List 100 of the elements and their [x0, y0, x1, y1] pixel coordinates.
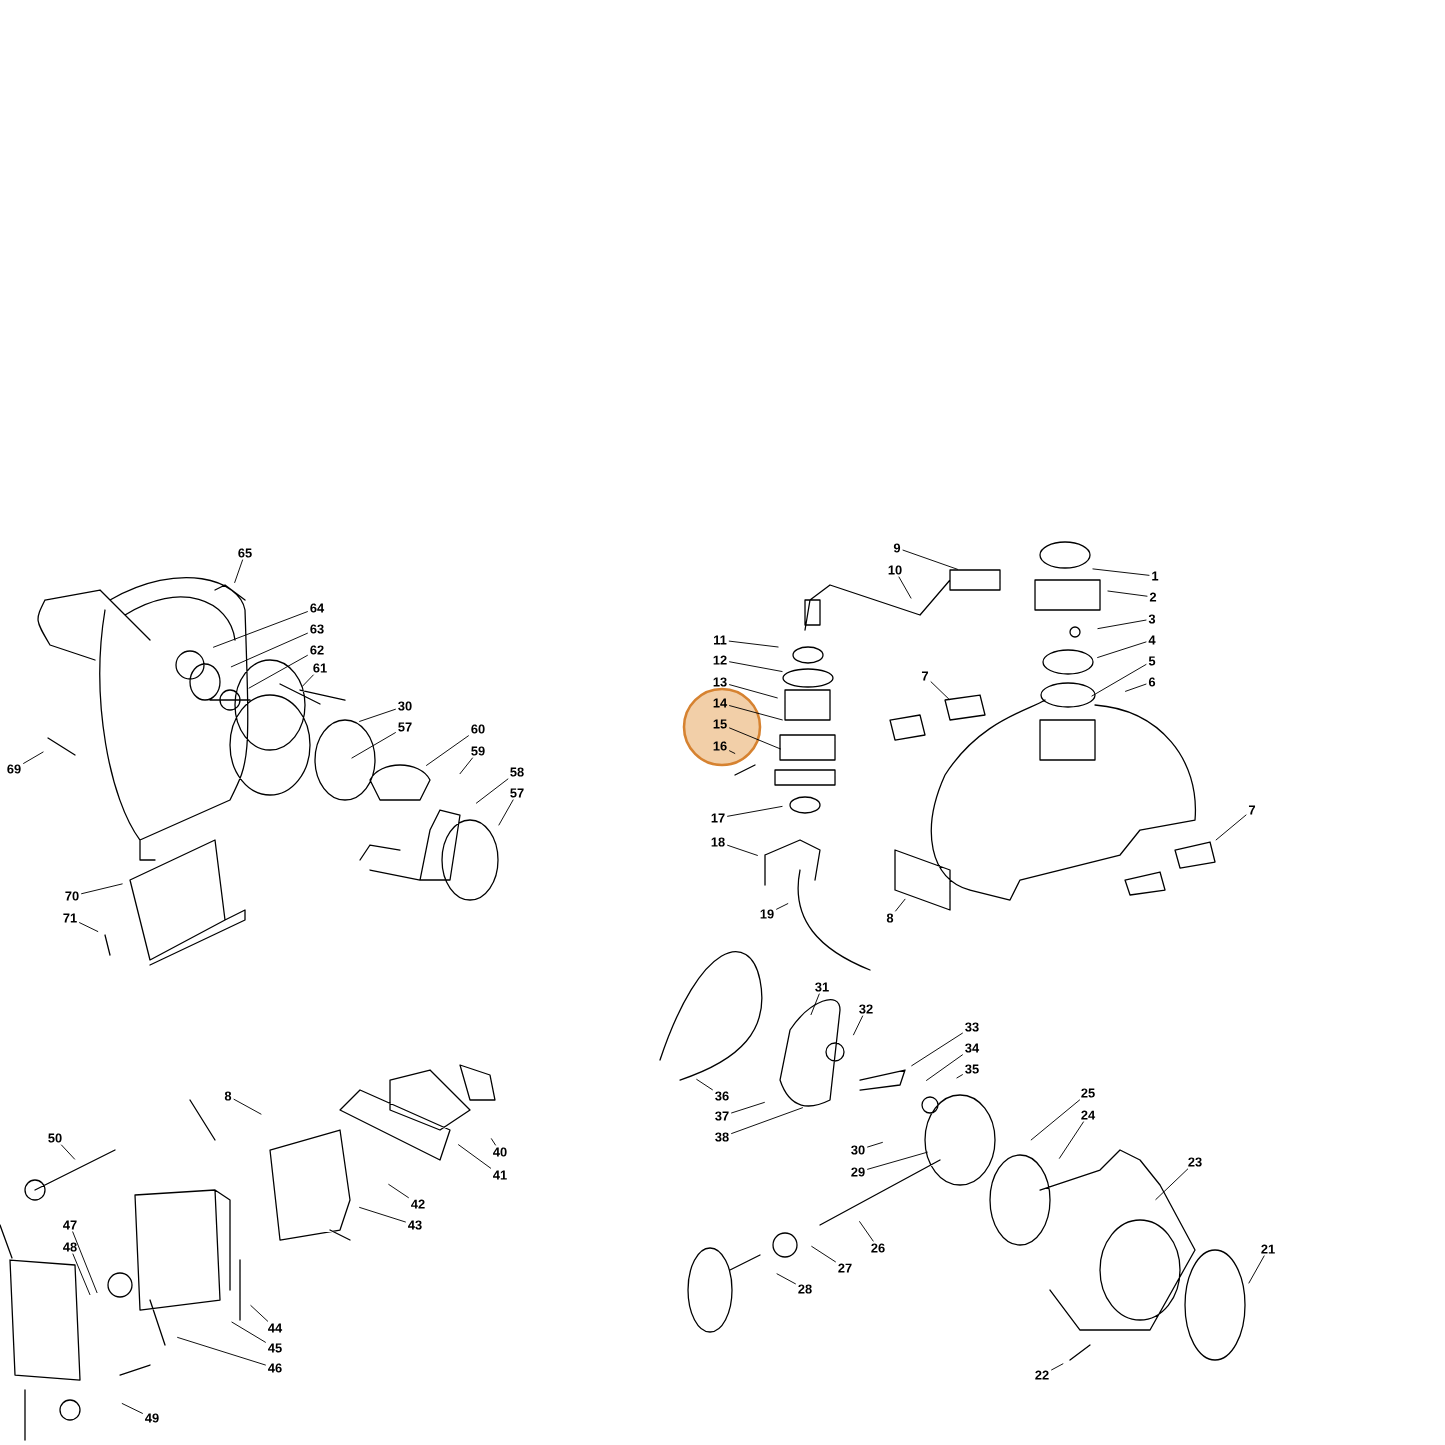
callout-number: 2: [1149, 592, 1157, 602]
leader-line: [61, 1144, 76, 1160]
callout-number: 40: [493, 1147, 507, 1157]
leader-line: [776, 1273, 796, 1285]
leader-line: [233, 1098, 262, 1115]
callout-number: 38: [715, 1132, 729, 1142]
leader-line: [234, 559, 244, 583]
callout-number: 47: [63, 1220, 77, 1230]
callout-number: 71: [63, 913, 77, 923]
callout-number: 10: [888, 565, 902, 575]
leader-line: [1092, 568, 1150, 576]
callout-number: 13: [713, 677, 727, 687]
leader-line: [956, 1074, 963, 1079]
leader-line: [231, 1321, 266, 1343]
callout-number: 33: [965, 1022, 979, 1032]
callout-number: 70: [65, 891, 79, 901]
callout-number: 69: [7, 764, 21, 774]
callout-number: 29: [851, 1167, 865, 1177]
callout-number: 19: [760, 909, 774, 919]
leader-line: [1091, 664, 1147, 697]
callout-number: 25: [1081, 1088, 1095, 1098]
leader-line: [895, 898, 906, 912]
callout-number: 5: [1148, 656, 1156, 666]
callout-number: 45: [268, 1343, 282, 1353]
leader-line: [426, 735, 469, 766]
leader-line: [696, 1078, 713, 1091]
callout-number: 26: [871, 1243, 885, 1253]
callout-number: 6: [1148, 677, 1156, 687]
leader-line: [731, 1107, 803, 1134]
leader-line: [359, 1206, 406, 1223]
leader-line: [859, 1221, 874, 1242]
callout-number: 14: [713, 698, 728, 708]
callout-number: 7: [1249, 805, 1256, 815]
leader-line: [729, 661, 783, 672]
leader-line: [459, 757, 473, 775]
leader-line: [728, 640, 779, 648]
leader-line: [1155, 1168, 1189, 1200]
leader-line: [72, 1253, 91, 1296]
leader-line: [475, 778, 509, 804]
leader-line: [1058, 1121, 1084, 1159]
leader-line: [388, 1183, 409, 1199]
leader-line: [302, 674, 314, 687]
callout-number: 48: [63, 1242, 77, 1252]
leader-line: [72, 1231, 98, 1294]
callout-number: 65: [238, 548, 252, 558]
leader-line: [1030, 1099, 1081, 1141]
leader-line: [1248, 1255, 1265, 1284]
leader-line: [351, 732, 396, 759]
callout-number: 57: [510, 788, 524, 798]
leader-line: [23, 751, 44, 764]
leader-line: [498, 799, 514, 826]
leader-line: [727, 844, 758, 856]
leader-line: [458, 1144, 492, 1169]
callout-number: 63: [310, 624, 324, 634]
leader-line: [1051, 1363, 1064, 1371]
callout-number: 61: [313, 663, 327, 673]
leader-line: [727, 805, 783, 817]
leader-line: [250, 1305, 269, 1322]
callout-number: 24: [1081, 1110, 1096, 1120]
leader-line: [867, 1141, 883, 1148]
callout-number: 18: [711, 837, 725, 847]
callout-number: 11: [714, 635, 727, 645]
callout-number: 27: [838, 1263, 852, 1273]
leader-line: [776, 903, 789, 910]
leader-line: [729, 750, 736, 754]
leader-line: [213, 611, 308, 648]
leader-line: [811, 1245, 836, 1263]
leader-line: [1125, 683, 1147, 692]
leader-line: [1097, 619, 1147, 630]
callout-number: 31: [815, 982, 829, 992]
callout-number: 7: [922, 671, 928, 681]
leader-line: [81, 883, 123, 895]
callout-number: 64: [310, 603, 325, 613]
callout-number: 41: [493, 1170, 507, 1180]
leader-line: [810, 993, 820, 1016]
leader-line: [867, 1151, 928, 1170]
callout-number: 28: [798, 1284, 812, 1294]
callout-number: 17: [711, 813, 725, 823]
leader-line: [1097, 641, 1147, 658]
leader-line: [911, 1032, 963, 1067]
callout-number: 30: [398, 701, 412, 711]
callout-number: 62: [310, 645, 324, 655]
callout-number: 1: [1152, 571, 1159, 581]
leader-line: [902, 549, 958, 570]
leader-line: [926, 1054, 963, 1081]
callout-number: 8: [886, 913, 894, 923]
leader-line: [177, 1336, 266, 1366]
leader-line: [79, 922, 99, 932]
leader-line: [490, 1138, 496, 1146]
callout-number: 57: [398, 722, 412, 732]
leader-line: [731, 1101, 765, 1114]
callout-number: 49: [145, 1413, 159, 1423]
callout-number: 12: [713, 655, 727, 665]
callout-number: 22: [1035, 1370, 1049, 1380]
callout-number: 59: [471, 746, 485, 756]
leader-line: [898, 576, 912, 599]
callout-number: 35: [965, 1064, 979, 1074]
leader-line: [1107, 590, 1148, 597]
leader-line: [853, 1015, 864, 1036]
callout-number: 44: [268, 1323, 283, 1333]
